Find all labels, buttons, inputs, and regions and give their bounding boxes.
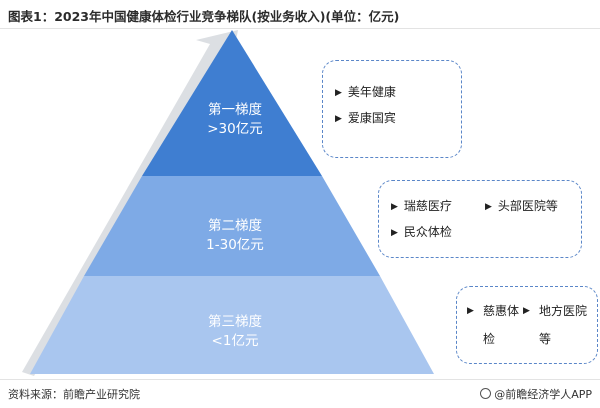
company-item: ▶民众体检 — [391, 225, 452, 239]
circle-logo-icon — [480, 388, 492, 399]
tier2-company-box: ▶瑞慈医疗 ▶头部医院等 ▶民众体检 — [378, 180, 582, 258]
tier3-label: 第三梯度 <1亿元 — [180, 313, 290, 351]
tier3-range: <1亿元 — [211, 333, 259, 349]
chart-title: 图表1：2023年中国健康体检行业竞争梯队(按业务收入)(单位：亿元) — [8, 9, 400, 24]
company-item: ▶头部医院等 — [485, 199, 558, 213]
triangle-right-icon: ▶ — [391, 202, 398, 212]
company-item: ▶瑞慈医疗 — [391, 199, 452, 213]
source-note: 资料来源：前瞻产业研究院 — [8, 388, 140, 401]
credit-note: @前瞻经济学人APP — [480, 386, 592, 402]
tier1-label: 第一梯度 >30亿元 — [180, 101, 290, 139]
triangle-right-icon: ▶ — [335, 88, 342, 98]
triangle-right-icon: ▶ — [467, 306, 474, 316]
tier2-name: 第二梯度 — [208, 218, 262, 234]
company-item: ▶爱康国宾 — [335, 111, 396, 125]
tier2-label: 第二梯度 1-30亿元 — [180, 217, 290, 255]
company-item: ▶美年健康 — [335, 85, 396, 99]
tier3-trapezoid — [30, 276, 434, 374]
credit-text: @前瞻经济学人APP — [494, 388, 592, 401]
tier2-trapezoid — [84, 176, 380, 276]
company-item: ▶慈惠体检 — [467, 297, 527, 357]
tier1-company-box: ▶美年健康 ▶爱康国宾 — [322, 60, 462, 158]
tier3-company-box: ▶慈惠体检 ▶地方医院等 — [456, 286, 598, 364]
triangle-right-icon: ▶ — [335, 114, 342, 124]
triangle-right-icon: ▶ — [391, 228, 398, 238]
bottom-divider — [0, 379, 600, 380]
tier1-range: >30亿元 — [207, 121, 263, 137]
triangle-right-icon: ▶ — [523, 306, 530, 316]
top-divider — [0, 28, 600, 29]
tier1-triangle — [142, 30, 322, 176]
tier3-name: 第三梯度 — [208, 314, 262, 330]
tier1-name: 第一梯度 — [208, 102, 262, 118]
tier2-range: 1-30亿元 — [206, 237, 264, 253]
triangle-right-icon: ▶ — [485, 202, 492, 212]
company-item: ▶地方医院等 — [523, 297, 593, 357]
